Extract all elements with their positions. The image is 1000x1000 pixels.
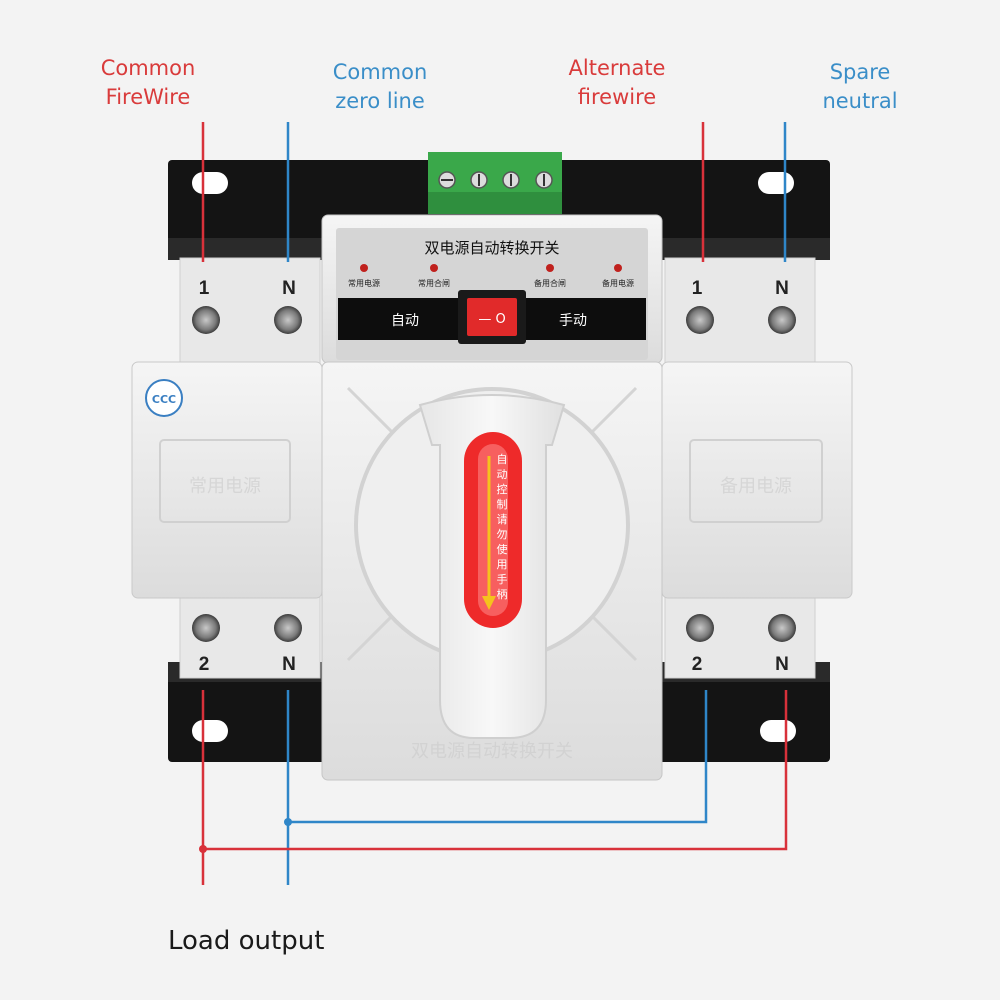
indicator-led	[546, 264, 554, 272]
screw-icon	[768, 614, 796, 642]
mount-hole	[192, 720, 228, 742]
wiring	[199, 122, 788, 885]
mount-hole	[758, 172, 794, 194]
junction-dot	[284, 818, 292, 826]
mount-hole	[192, 172, 228, 194]
terminal-label-top-alt-1: 1	[692, 278, 703, 299]
terminal-label-top-alt-n: N	[775, 278, 789, 299]
handle-char: 使	[497, 543, 508, 556]
right-terminal-housing: 备用电源	[661, 257, 853, 679]
indicator-led	[360, 264, 368, 272]
terminal-label-bottom-alt-n: N	[775, 654, 789, 675]
wire-live-bridge	[203, 690, 788, 851]
device-title: 双电源自动转换开关	[424, 239, 559, 257]
module-right-embossed: 备用电源	[720, 476, 792, 497]
handle-char: 自	[497, 453, 508, 466]
rotary-handle[interactable]: 自 动 控 制 请 勿 使 用 手 柄	[418, 394, 566, 739]
terminal-screws	[192, 306, 796, 642]
mode-manual-label: 手动	[559, 313, 587, 329]
wire-neutral-bridge	[288, 690, 708, 824]
handle-char: 柄	[497, 588, 508, 601]
ccc-cert-logo	[145, 379, 183, 417]
terminal-label-bottom-n: N	[282, 654, 296, 675]
arrow-down-icon	[482, 596, 496, 610]
terminal-label-bottom-alt-2: 2	[692, 654, 703, 675]
label-load-output: Load output	[168, 926, 325, 956]
screw-icon	[686, 306, 714, 334]
screw-icon	[686, 614, 714, 642]
screw-icon	[192, 306, 220, 334]
handle-char: 用	[497, 558, 508, 571]
ccc-cert-text: CCC	[152, 393, 176, 406]
terminal-label-top-1: 1	[199, 278, 210, 299]
indicator-label-normal-closed: 常用合闸	[418, 278, 450, 288]
screw-icon	[768, 306, 796, 334]
rocker-switch[interactable]: — O	[458, 290, 526, 344]
junction-dot	[199, 845, 207, 853]
handle-char: 勿	[497, 528, 508, 541]
handle-char: 手	[497, 572, 508, 586]
handle-char: 制	[497, 498, 508, 511]
indicator-led	[430, 264, 438, 272]
mount-hole	[760, 720, 796, 742]
rocker-glyph: — O	[478, 312, 505, 327]
embossed-product-name: 双电源自动转换开关	[411, 741, 573, 762]
terminal-label-bottom-2: 2	[199, 654, 210, 675]
screw-icon	[274, 614, 302, 642]
indicator-label-normal-power: 常用电源	[348, 278, 380, 288]
terminal-label-top-n: N	[282, 278, 296, 299]
indicator-led	[614, 264, 622, 272]
indicator-label-backup-power: 备用电源	[602, 278, 634, 288]
mode-auto-label: 自动	[391, 313, 419, 329]
handle-char: 控	[497, 482, 508, 496]
handle-char: 动	[497, 468, 508, 481]
indicator-label-backup-closed: 备用合闸	[534, 278, 566, 288]
handle-char: 请	[497, 513, 508, 526]
screw-icon	[274, 306, 302, 334]
module-left-embossed: 常用电源	[189, 476, 261, 497]
green-terminal-block	[428, 152, 562, 214]
screw-icon	[192, 614, 220, 642]
